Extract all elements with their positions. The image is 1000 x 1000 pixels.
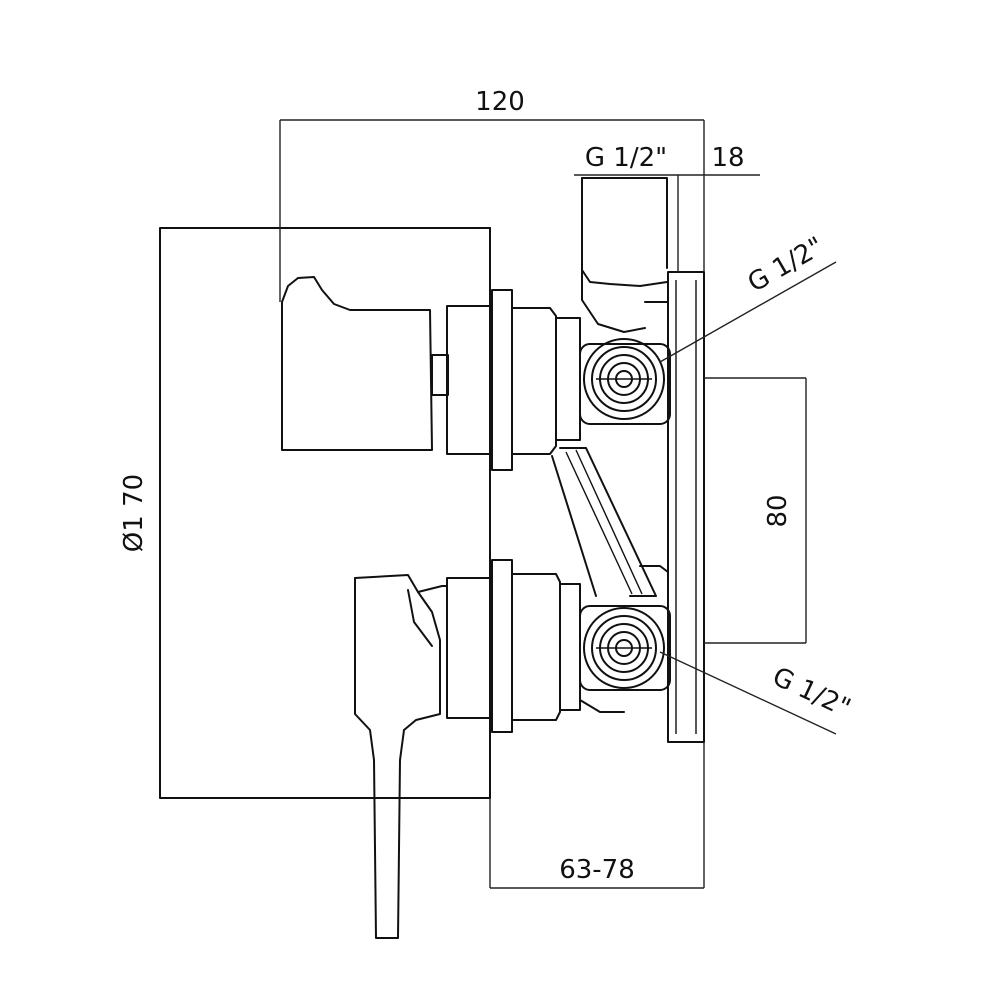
diverter-knob (281, 276, 449, 451)
rear-mounting-plate (667, 271, 705, 743)
dim-label-63-78: 63-78 (559, 855, 635, 885)
diagonal-tube (551, 447, 669, 597)
dim-label-thread-lower-right: G 1/2" (768, 662, 855, 724)
lower-cartridge (446, 559, 625, 733)
wall-plate (159, 227, 491, 799)
dimension-lines (279, 119, 837, 889)
top-inlet (581, 177, 669, 333)
mixer-lever (354, 574, 448, 939)
dim-label-thread-upper-right: G 1/2" (743, 232, 829, 299)
upper-cartridge (446, 289, 581, 471)
upper-outlet-connector (579, 338, 671, 425)
dim-label-120: 120 (475, 87, 525, 117)
lower-outlet-connector (579, 605, 671, 691)
dim-label-80: 80 (763, 494, 793, 527)
dim-label-diameter: Ø1 70 (119, 474, 149, 552)
dim-label-18: 18 (711, 143, 744, 173)
dim-label-thread-top: G 1/2" (585, 143, 667, 173)
